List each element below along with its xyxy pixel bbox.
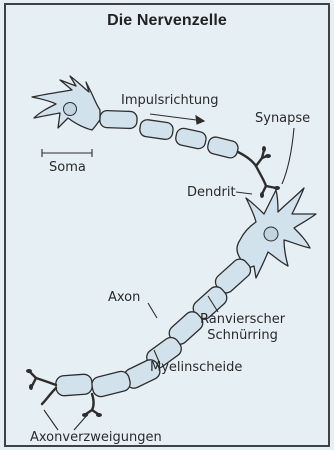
soma-bracket bbox=[42, 149, 92, 157]
label-ranvier-line2: Schnürring bbox=[200, 328, 285, 344]
label-ranvier-line1: Ranvierscher bbox=[200, 312, 285, 328]
label-dendrit: Dendrit bbox=[187, 185, 236, 200]
label-myelinscheide: Myelinscheide bbox=[150, 360, 242, 375]
synapse-pointer bbox=[282, 128, 294, 184]
label-soma: Soma bbox=[49, 160, 86, 175]
soma-upper-nucleus bbox=[64, 103, 77, 116]
soma-upper bbox=[32, 76, 100, 130]
label-ranvierscher-schnuerring: Ranvierscher Schnürring bbox=[200, 312, 285, 344]
label-axonverzweigungen: Axonverzweigungen bbox=[30, 430, 162, 445]
axonverzweigungen-pointer-left bbox=[44, 410, 58, 430]
axonverzweigungen-pointer-right bbox=[74, 414, 88, 430]
label-synapse: Synapse bbox=[255, 111, 310, 126]
label-axon: Axon bbox=[108, 290, 140, 305]
upper-axon bbox=[100, 110, 240, 159]
axon-pointer bbox=[148, 303, 157, 318]
label-impulsrichtung: Impulsrichtung bbox=[121, 93, 219, 108]
dendrit-pointer bbox=[236, 192, 252, 194]
soma-lower-nucleus bbox=[264, 227, 278, 241]
